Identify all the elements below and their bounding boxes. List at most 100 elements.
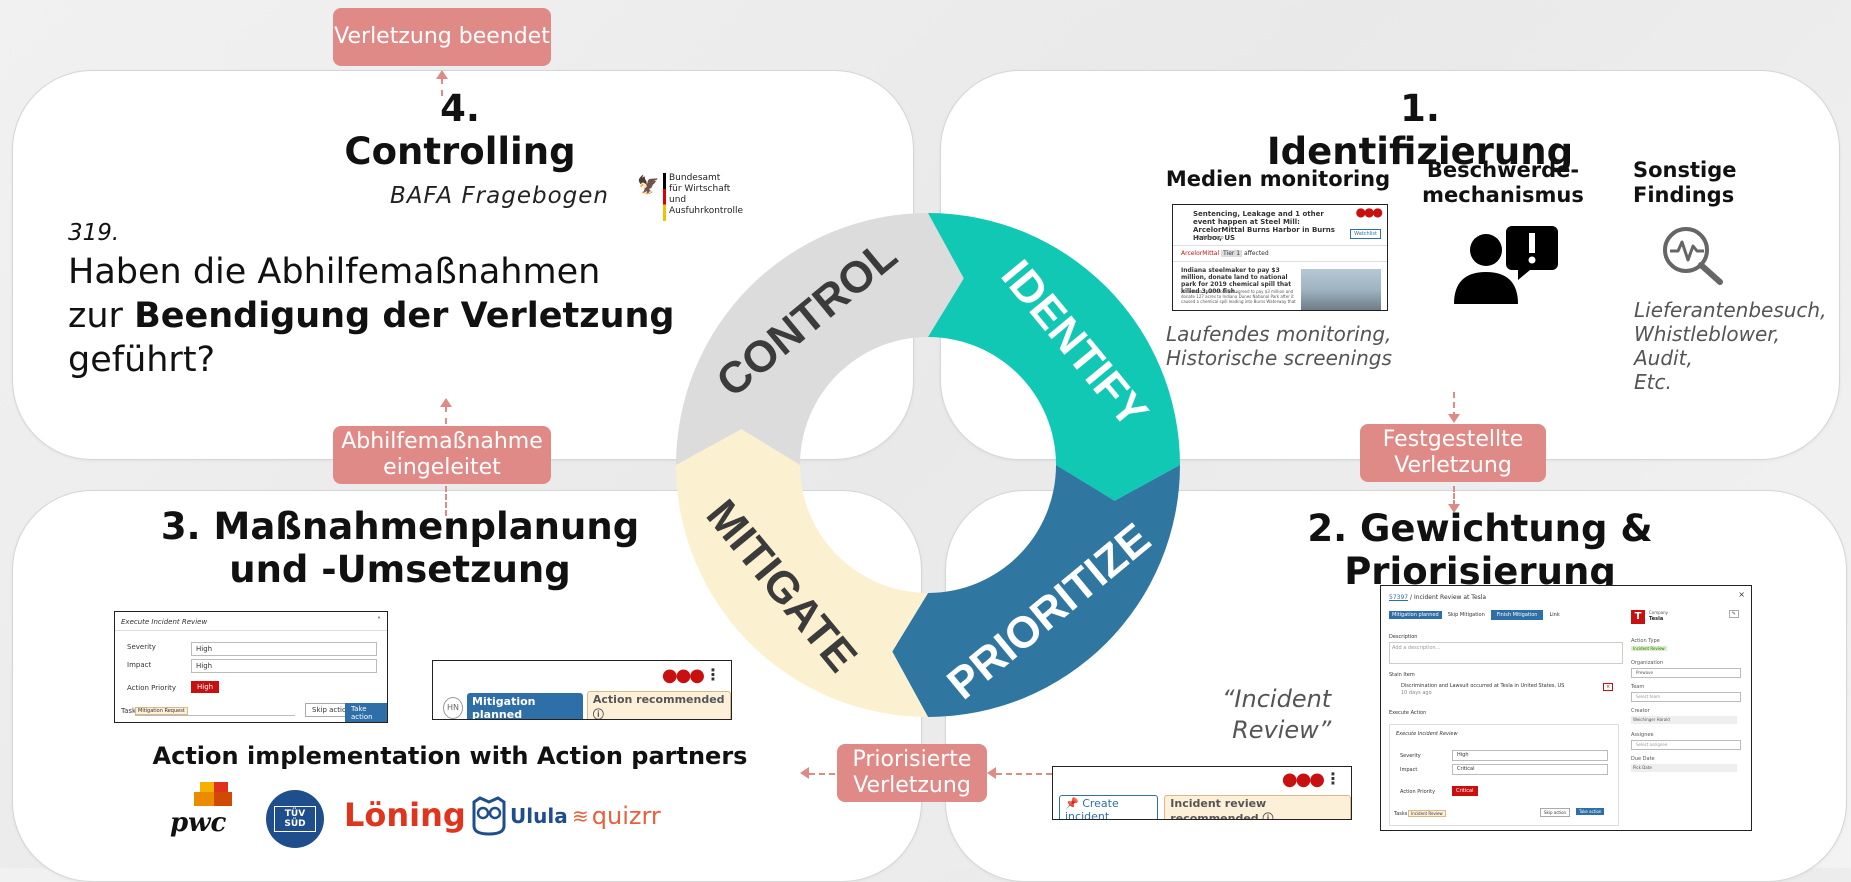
mitigation-card: ●●● ⋮ HN Mitigation planned Action recom…: [432, 660, 732, 720]
abhilfe-label: Abhilfemaßnahme eingeleitet: [333, 426, 551, 484]
control-segment: [676, 213, 964, 465]
owl-icon: [472, 796, 506, 836]
connector-line: [1453, 486, 1455, 506]
stain-age: 10 days ago: [1401, 690, 1432, 696]
kebab-menu-icon[interactable]: ⋮: [1325, 769, 1341, 788]
question-text: Haben die Abhilfemaßnahmen zur Beendigun…: [68, 250, 688, 382]
bafa-label: BAFA Fragebogen: [390, 183, 609, 209]
connector-line: [1453, 392, 1455, 418]
news-story-body: An Indiana steelmaker has agreed to pay …: [1181, 289, 1296, 304]
quizrr-logo: ≋ quizrr: [572, 802, 661, 830]
connector-line: [445, 486, 447, 516]
tesla-logo-icon: T: [1631, 610, 1645, 624]
pwc-logo: pwc: [170, 782, 252, 842]
link-button[interactable]: Link: [1549, 612, 1560, 618]
loening-logo: Löning: [344, 796, 466, 834]
take-action-button[interactable]: Take action: [345, 703, 387, 722]
connector-line: [809, 773, 835, 775]
bafa-logo-line: für Wirtschaft und: [669, 184, 731, 205]
medien-title: Medien monitoring: [1165, 167, 1391, 191]
identifizierung-title: 1. Identifizierung: [1266, 87, 1574, 173]
ulula-logo: Ulula: [470, 796, 568, 836]
assignee-select[interactable]: Select assignee: [1631, 740, 1741, 750]
org-select[interactable]: Prewave: [1631, 668, 1741, 678]
question-number: 319.: [68, 220, 120, 246]
watchlist-button[interactable]: Watchlist: [1350, 229, 1381, 239]
remove-icon[interactable]: ×: [1603, 683, 1614, 691]
edit-icon[interactable]: ✎: [1728, 610, 1739, 618]
connector-line: [445, 406, 447, 424]
recommendation-badge[interactable]: Action recommended ⓘ: [586, 691, 731, 719]
bafa-logo-line: Bundesamt: [669, 173, 721, 183]
modal-skip-action[interactable]: Skip action: [1540, 808, 1571, 817]
partners-heading: Action implementation with Action partne…: [152, 742, 748, 770]
team-select[interactable]: Select team: [1631, 692, 1741, 702]
question-line-3: geführt?: [68, 340, 216, 380]
severity-label: Severity: [127, 643, 156, 651]
massnahmen-title: 3. Maßnahmenplanung und -Umsetzung: [160, 505, 640, 591]
modal-impact-select[interactable]: Critical: [1452, 764, 1608, 775]
mitigate-segment: [676, 429, 928, 717]
close-icon[interactable]: ×: [1738, 590, 1745, 599]
news-screenshot: Sentencing, Leakage and 1 other event ha…: [1172, 204, 1388, 311]
arrow-down-icon: [1448, 414, 1460, 423]
create-incident-button[interactable]: 📌 Create incident: [1059, 795, 1159, 819]
description-input[interactable]: Add a description...: [1389, 642, 1623, 664]
execute-label: Execute Action: [1389, 710, 1427, 716]
incident-card: ●●● ⋮ 📌 Create incident Incident review …: [1052, 766, 1352, 820]
arrow-down-icon: [1448, 504, 1460, 513]
news-headline: Sentencing, Leakage and 1 other event ha…: [1193, 210, 1335, 242]
arrow-up-icon: [436, 70, 448, 79]
kebab-menu-icon[interactable]: ⋮: [705, 665, 721, 684]
modal-status[interactable]: Mitigation planned: [1389, 611, 1442, 619]
stain-label: Stain Item: [1389, 672, 1415, 678]
priority-badge[interactable]: High: [191, 681, 220, 693]
gewichtung-title: 2. Gewichtung & Priorisierung: [1307, 507, 1653, 593]
arrow-left-icon: [987, 767, 996, 779]
magnifier-pulse-icon: [1663, 227, 1723, 285]
bafa-logo: 🦅 Bundesamt für Wirtschaft und Ausfuhrko…: [637, 173, 743, 223]
beschwerde-title: Beschwerde- mechanismus: [1422, 158, 1584, 208]
eagle-icon: 🦅: [637, 175, 660, 196]
status-badge[interactable]: Mitigation planned: [467, 692, 583, 719]
skip-mitigation-button[interactable]: Skip Mitigation: [1447, 612, 1485, 618]
avatar: HN: [443, 696, 464, 719]
chevron-up-icon[interactable]: ˄: [377, 616, 381, 625]
tasks-input[interactable]: Mitigation Request: [135, 704, 295, 716]
form-title: Execute Incident Review: [121, 618, 208, 626]
incident-modal: 57397 / Incident Review at Tesla × Mitig…: [1380, 585, 1752, 831]
festgestellte-label: Festgestellte Verletzung: [1360, 424, 1546, 482]
review-recommendation-badge[interactable]: Incident review recommended ⓘ: [1164, 795, 1351, 819]
incident-review-quote: “Incident Review”: [1222, 685, 1332, 744]
impact-select[interactable]: High: [191, 659, 377, 673]
prioritize-segment: [892, 465, 1180, 717]
question-line-1: Haben die Abhilfemaßnahmen: [68, 252, 601, 292]
news-company: ArcelorMittal Tier 1 affected: [1181, 250, 1269, 257]
controlling-title: 4. Controlling: [344, 87, 576, 173]
incident-id-link[interactable]: 57397: [1389, 594, 1409, 601]
modal-take-action[interactable]: Take action: [1576, 808, 1605, 815]
due-date-field[interactable]: Pick Date: [1631, 764, 1737, 772]
more-dots-icon: ●●●: [1281, 769, 1325, 790]
findings-caption: Lieferantenbesuch, Whistleblower, Audit,…: [1634, 298, 1827, 394]
tasks-label: Tasks: [121, 707, 140, 715]
verletzung-beendet-label: Verletzung beendet: [333, 8, 551, 66]
arrow-up-icon: [440, 398, 452, 407]
stain-text: Discrimination and Lawsuit occurred at T…: [1401, 683, 1565, 689]
finish-mitigation-button[interactable]: Finish Mitigation: [1490, 610, 1544, 620]
modal-priority-badge[interactable]: Critical: [1452, 786, 1478, 796]
severity-select[interactable]: High: [191, 642, 377, 656]
question-line-2: zur Beendigung der Verletzung: [68, 296, 675, 336]
bafa-logo-line: Ausfuhrkontrolle: [669, 206, 744, 216]
impact-label: Impact: [127, 661, 152, 669]
findings-title: Sonstige Findings: [1633, 158, 1737, 208]
execute-form-screenshot: Execute Incident Review ˄ Severity High …: [114, 611, 388, 723]
medien-caption: Laufendes monitoring, Historische screen…: [1166, 322, 1392, 370]
description-label: Description: [1389, 634, 1418, 640]
modal-breadcrumb: Incident Review at Tesla: [1413, 594, 1487, 601]
news-story-title: Indiana steelmaker to pay $3 million, do…: [1181, 267, 1292, 295]
modal-severity-select[interactable]: High: [1452, 750, 1608, 761]
more-dots-icon: ●●●: [661, 665, 705, 686]
more-dots-icon: ●●●: [1355, 205, 1383, 219]
